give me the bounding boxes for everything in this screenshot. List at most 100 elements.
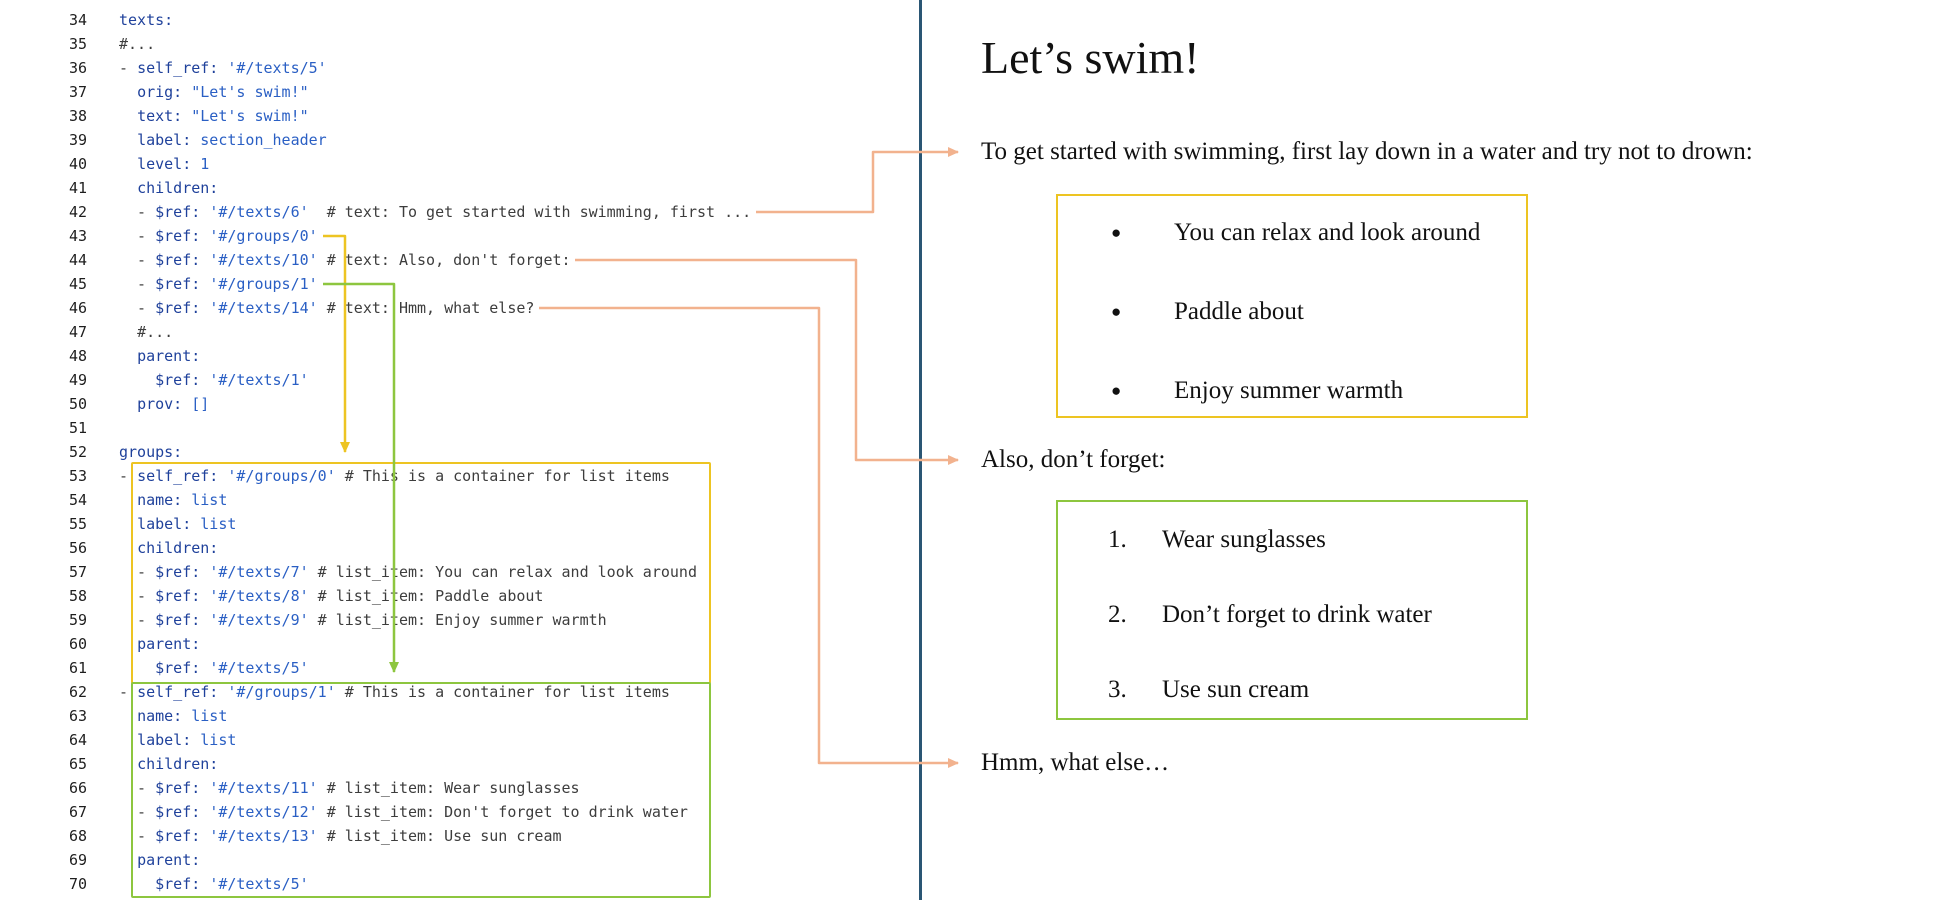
code-token: $ref: xyxy=(155,803,210,821)
line-number: 43 xyxy=(69,227,88,245)
code-line: 36 - self_ref: '#/texts/5' xyxy=(0,56,919,80)
code-text: $ref: '#/texts/5' xyxy=(119,659,309,677)
line-number: 59 xyxy=(69,611,88,629)
code-token: #... xyxy=(119,35,156,53)
code-text: children: xyxy=(119,755,218,773)
code-line: 50 prov: [] xyxy=(0,392,919,416)
code-text: parent: xyxy=(119,347,200,365)
list-marker: 3. xyxy=(1108,676,1127,703)
code-line: 37 orig: "Let's swim!" xyxy=(0,80,919,104)
code-token: '#/groups/0' xyxy=(209,227,318,245)
code-line: 38 text: "Let's swim!" xyxy=(0,104,919,128)
code-text: - $ref: '#/groups/0' xyxy=(119,227,318,245)
code-token: children: xyxy=(137,179,219,197)
list-item-text: Paddle about xyxy=(1174,298,1304,325)
list-item-text: You can relax and look around xyxy=(1174,219,1481,246)
numbered-list-item: 2.Don’t forget to drink water xyxy=(1108,598,1516,632)
code-token: '#/groups/0' xyxy=(227,467,336,485)
code-token: $ref: xyxy=(155,779,210,797)
code-token: list xyxy=(200,515,237,533)
code-line: 43 - $ref: '#/groups/0' xyxy=(0,224,919,248)
code-token: - xyxy=(119,227,156,245)
code-token: "Let's swim!" xyxy=(191,83,309,101)
line-number: 66 xyxy=(69,779,88,797)
code-token: $ref: xyxy=(155,371,210,389)
bullet-list-item: ●Enjoy summer warmth xyxy=(1108,374,1516,408)
doc-paragraph-hmm: Hmm, what else… xyxy=(981,749,1170,776)
line-number: 55 xyxy=(69,515,88,533)
code-token: '#/texts/12' xyxy=(209,803,318,821)
code-token: - xyxy=(119,563,156,581)
code-text: $ref: '#/texts/1' xyxy=(119,371,309,389)
doc-paragraph-intro: To get started with swimming, first lay … xyxy=(981,138,1753,165)
code-token: - xyxy=(119,467,138,485)
code-text: - $ref: '#/texts/6' # text: To get start… xyxy=(119,203,751,221)
code-token: section_header xyxy=(200,131,327,149)
line-number: 36 xyxy=(69,59,88,77)
code-token: text: xyxy=(137,107,192,125)
code-token: prov: xyxy=(137,395,192,413)
line-number: 51 xyxy=(69,419,88,437)
code-token: - xyxy=(119,779,156,797)
code-text: $ref: '#/texts/5' xyxy=(119,875,309,893)
doc-title: Let’s swim! xyxy=(981,32,1200,83)
code-text: #... xyxy=(119,323,173,341)
line-number: 46 xyxy=(69,299,88,317)
code-line: 42 - $ref: '#/texts/6' # text: To get st… xyxy=(0,200,919,224)
code-line: 51 xyxy=(0,416,919,440)
code-line: 69 parent: xyxy=(0,848,919,872)
line-number: 54 xyxy=(69,491,88,509)
line-number: 45 xyxy=(69,275,88,293)
code-text: children: xyxy=(119,179,218,197)
code-line: 64 label: list xyxy=(0,728,919,752)
code-text: children: xyxy=(119,539,218,557)
code-line: 65 children: xyxy=(0,752,919,776)
code-line: 56 children: xyxy=(0,536,919,560)
line-number: 67 xyxy=(69,803,88,821)
code-line: 70 $ref: '#/texts/5' xyxy=(0,872,919,896)
line-number: 50 xyxy=(69,395,88,413)
code-text: - $ref: '#/texts/12' # list_item: Don't … xyxy=(119,803,688,821)
code-token: $ref: xyxy=(155,875,210,893)
code-text: label: list xyxy=(119,515,236,533)
line-number: 37 xyxy=(69,83,88,101)
list-marker: ● xyxy=(1111,381,1122,400)
code-line: 40 level: 1 xyxy=(0,152,919,176)
code-token: '#/texts/10' xyxy=(209,251,318,269)
code-token: [] xyxy=(191,395,210,413)
code-token: - xyxy=(119,275,156,293)
code-token: self_ref: xyxy=(137,467,228,485)
line-number: 48 xyxy=(69,347,88,365)
bullet-list-item: ●You can relax and look around xyxy=(1108,216,1516,250)
code-token: name: xyxy=(137,707,192,725)
code-token: name: xyxy=(137,491,192,509)
code-token: self_ref: xyxy=(137,59,228,77)
line-number: 41 xyxy=(69,179,88,197)
line-number: 57 xyxy=(69,563,88,581)
code-token: $ref: xyxy=(155,251,210,269)
code-token: children: xyxy=(137,755,219,773)
list-marker: 1. xyxy=(1108,526,1127,553)
line-number: 64 xyxy=(69,731,88,749)
code-text: - self_ref: '#/texts/5' xyxy=(119,59,327,77)
line-number: 34 xyxy=(69,11,88,29)
code-token: "Let's swim!" xyxy=(191,107,309,125)
bullet-list-box: ●You can relax and look around ● Paddle ab… xyxy=(1056,194,1528,418)
code-line: 44 - $ref: '#/texts/10' # text: Also, do… xyxy=(0,248,919,272)
code-text: #... xyxy=(119,35,155,53)
code-token: orig: xyxy=(137,83,192,101)
line-number: 40 xyxy=(69,155,88,173)
code-token: # list_item: Use sun cream xyxy=(317,827,562,845)
code-line: 68 - $ref: '#/texts/13' # list_item: Use… xyxy=(0,824,919,848)
code-token: '#/texts/7' xyxy=(209,563,309,581)
code-line: 48 parent: xyxy=(0,344,919,368)
code-text: - $ref: '#/texts/10' # text: Also, don't… xyxy=(119,251,571,269)
code-line: 60 parent: xyxy=(0,632,919,656)
code-line: 45 - $ref: '#/groups/1' xyxy=(0,272,919,296)
code-line: 41 children: xyxy=(0,176,919,200)
code-text: - $ref: '#/texts/11' # list_item: Wear s… xyxy=(119,779,580,797)
code-token: '#/texts/9' xyxy=(209,611,309,629)
code-line: 55 label: list xyxy=(0,512,919,536)
code-text: name: list xyxy=(119,707,227,725)
code-text: parent: xyxy=(119,851,200,869)
